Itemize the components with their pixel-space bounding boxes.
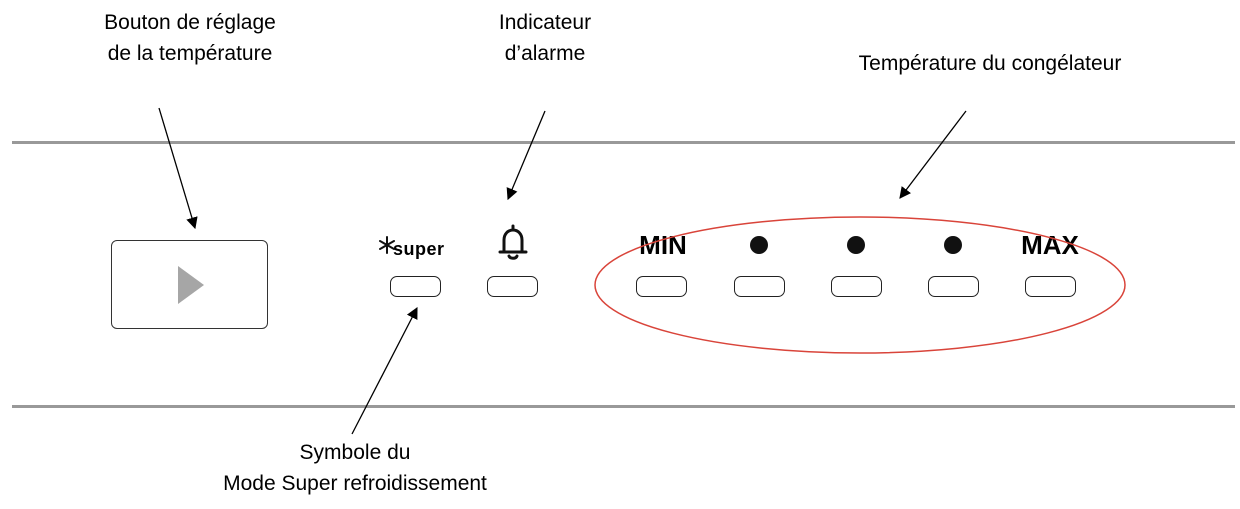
panel-top-rule xyxy=(12,141,1235,144)
label-temperature-button: Bouton de réglage de la température xyxy=(40,7,340,69)
super-mode-text: super xyxy=(393,239,445,259)
label-alarm-indicator-line1: Indicateur xyxy=(498,11,592,34)
bell-icon xyxy=(498,224,528,260)
label-temperature-button-line2: de la température xyxy=(107,42,273,65)
panel-bottom-rule xyxy=(12,405,1235,408)
play-triangle-icon xyxy=(178,266,204,304)
label-super-mode-line2: Mode Super refroidissement xyxy=(223,472,487,495)
level-4-led xyxy=(928,276,979,297)
level-3-led xyxy=(831,276,882,297)
arrow-freezer-temperature xyxy=(899,110,967,199)
arrow-alarm-indicator xyxy=(506,110,546,201)
label-alarm-indicator: Indicateur d’alarme xyxy=(435,7,655,69)
temperature-adjust-button[interactable] xyxy=(111,240,268,329)
level-2-led xyxy=(734,276,785,297)
level-dot-3-icon xyxy=(944,236,962,254)
freezer-levels-highlight-ellipse xyxy=(594,216,1126,354)
level-dot-2-icon xyxy=(847,236,865,254)
label-temperature-button-line1: Bouton de réglage xyxy=(104,11,276,34)
label-freezer-temperature: Température du congélateur xyxy=(858,52,1122,75)
super-mode-symbol: super xyxy=(378,236,456,262)
arrow-super-mode xyxy=(351,306,418,435)
level-dot-1-icon xyxy=(750,236,768,254)
snowflake-icon xyxy=(379,236,395,254)
level-min-led xyxy=(636,276,687,297)
label-alarm-indicator-line2: d’alarme xyxy=(504,42,586,65)
arrow-temperature-button xyxy=(158,107,198,230)
label-super-mode: Symbole du Mode Super refroidissement xyxy=(140,437,570,499)
level-max-led xyxy=(1025,276,1076,297)
level-max-label: MAX xyxy=(1021,230,1079,260)
super-mode-led xyxy=(390,276,441,297)
label-super-mode-line1: Symbole du xyxy=(299,441,411,464)
alarm-led xyxy=(487,276,538,297)
